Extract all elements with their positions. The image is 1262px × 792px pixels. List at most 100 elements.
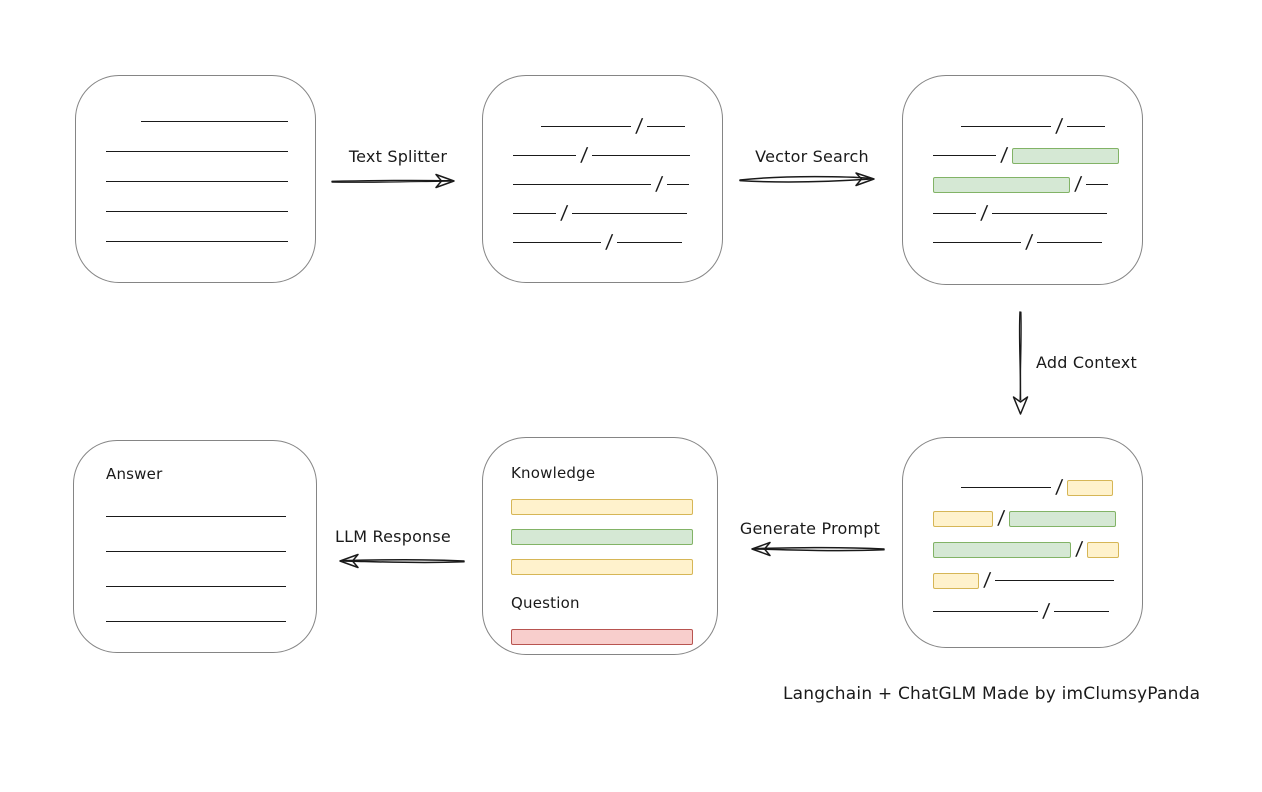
- green-chunk: [1012, 147, 1120, 164]
- generate-prompt-label: Generate Prompt: [739, 519, 881, 538]
- slash-separator: /: [979, 202, 989, 224]
- text-line: [617, 242, 683, 243]
- text-chunk-row: [511, 552, 717, 582]
- text-line: [667, 184, 690, 185]
- credit-caption: Langchain + ChatGLM Made by imClumsyPand…: [783, 684, 1201, 704]
- yellow-chunk: [1087, 541, 1120, 558]
- text-chunk-row: /: [513, 199, 722, 228]
- knowledge-bars: [511, 492, 717, 582]
- vector-search-label: Vector Search: [755, 147, 869, 166]
- answer-lines: [106, 499, 316, 639]
- text-line: [106, 240, 288, 242]
- slash-separator: /: [1074, 538, 1084, 560]
- question-bar: [511, 622, 717, 652]
- prompt-box: Knowledge Question: [482, 437, 718, 655]
- text-line: [961, 487, 1051, 488]
- slash-separator: /: [634, 115, 644, 137]
- slash-separator: /: [982, 569, 992, 591]
- text-line: [995, 580, 1115, 581]
- text-line: [106, 516, 286, 517]
- slash-separator: /: [999, 144, 1009, 166]
- document-box: [75, 75, 316, 283]
- text-chunk-row: /: [933, 565, 1142, 596]
- text-line: [933, 155, 996, 156]
- text-chunk-row: /: [933, 472, 1142, 503]
- spacer: [511, 582, 717, 594]
- text-chunk-row: /: [513, 228, 722, 257]
- text-chunk-row: [106, 226, 315, 256]
- text-chunk-row: /: [933, 596, 1142, 627]
- llm-response-arrow: [339, 553, 465, 569]
- text-chunk-row: [106, 499, 316, 534]
- text-chunk-row: [106, 534, 316, 569]
- text-chunk-row: /: [933, 503, 1142, 534]
- text-splitter-label: Text Splitter: [348, 147, 448, 166]
- slash-separator: /: [1054, 115, 1064, 137]
- vector-search-arrow: [739, 172, 875, 187]
- text-line: [141, 120, 288, 122]
- slash-separator: /: [579, 144, 589, 166]
- text-chunk-row: [511, 492, 717, 522]
- text-line: [513, 213, 556, 214]
- knowledge-label: Knowledge: [511, 464, 596, 482]
- add-context-arrow: [1012, 311, 1029, 415]
- text-chunk-row: [106, 196, 315, 226]
- text-line: [933, 611, 1038, 612]
- vector-search-result-box: / / / / /: [902, 75, 1143, 285]
- text-line: [933, 242, 1021, 243]
- prompt-content: Knowledge Question: [483, 438, 717, 652]
- text-chunk-row: /: [933, 199, 1142, 228]
- text-line: [961, 126, 1051, 127]
- yellow-chunk: [933, 510, 993, 527]
- yellow-chunk: [933, 572, 979, 589]
- text-chunk-row: /: [513, 170, 722, 199]
- text-chunk-row: /: [933, 228, 1142, 257]
- green-chunk: [933, 541, 1071, 558]
- text-line: [106, 621, 286, 622]
- slash-separator: /: [1024, 231, 1034, 253]
- yellow-chunk: [1067, 479, 1114, 496]
- text-chunk-row: /: [513, 141, 722, 170]
- green-chunk: [933, 176, 1070, 193]
- yellow-chunk: [511, 499, 693, 515]
- llm-response-label: LLM Response: [335, 527, 451, 546]
- slash-separator: /: [604, 231, 614, 253]
- slash-separator: /: [654, 173, 664, 195]
- text-chunk-row: [511, 622, 717, 652]
- text-line: [541, 126, 631, 127]
- text-line: [513, 155, 576, 156]
- text-chunk-row: /: [933, 141, 1142, 170]
- text-line: [647, 126, 686, 127]
- slash-separator: /: [1041, 600, 1051, 622]
- text-chunk-row: [106, 136, 315, 166]
- document-lines: [76, 76, 315, 256]
- text-chunk-row: [106, 604, 316, 639]
- text-line: [1037, 242, 1103, 243]
- text-chunk-row: [106, 569, 316, 604]
- text-chunk-row: /: [933, 112, 1142, 141]
- text-line: [1086, 184, 1109, 185]
- green-chunk: [511, 529, 693, 545]
- question-label: Question: [511, 594, 580, 612]
- text-line: [992, 213, 1108, 214]
- slash-separator: /: [996, 507, 1006, 529]
- text-line: [1067, 126, 1106, 127]
- text-line: [106, 210, 288, 212]
- text-line: [592, 155, 691, 156]
- slash-separator: /: [1073, 173, 1083, 195]
- add-context-label: Add Context: [1036, 353, 1137, 372]
- text-line: [1054, 611, 1110, 612]
- text-line: [572, 213, 688, 214]
- text-line: [106, 586, 286, 587]
- answer-content: Answer: [74, 441, 316, 639]
- green-chunk: [1009, 510, 1117, 527]
- text-line: [933, 213, 976, 214]
- text-line: [106, 551, 286, 552]
- split-text-lines: / / / / /: [483, 76, 722, 257]
- text-chunk-row: [106, 166, 315, 196]
- text-chunk-row: /: [933, 534, 1142, 565]
- yellow-chunk: [511, 559, 693, 575]
- answer-box: Answer: [73, 440, 317, 653]
- red-chunk: [511, 629, 693, 645]
- answer-label: Answer: [106, 465, 163, 483]
